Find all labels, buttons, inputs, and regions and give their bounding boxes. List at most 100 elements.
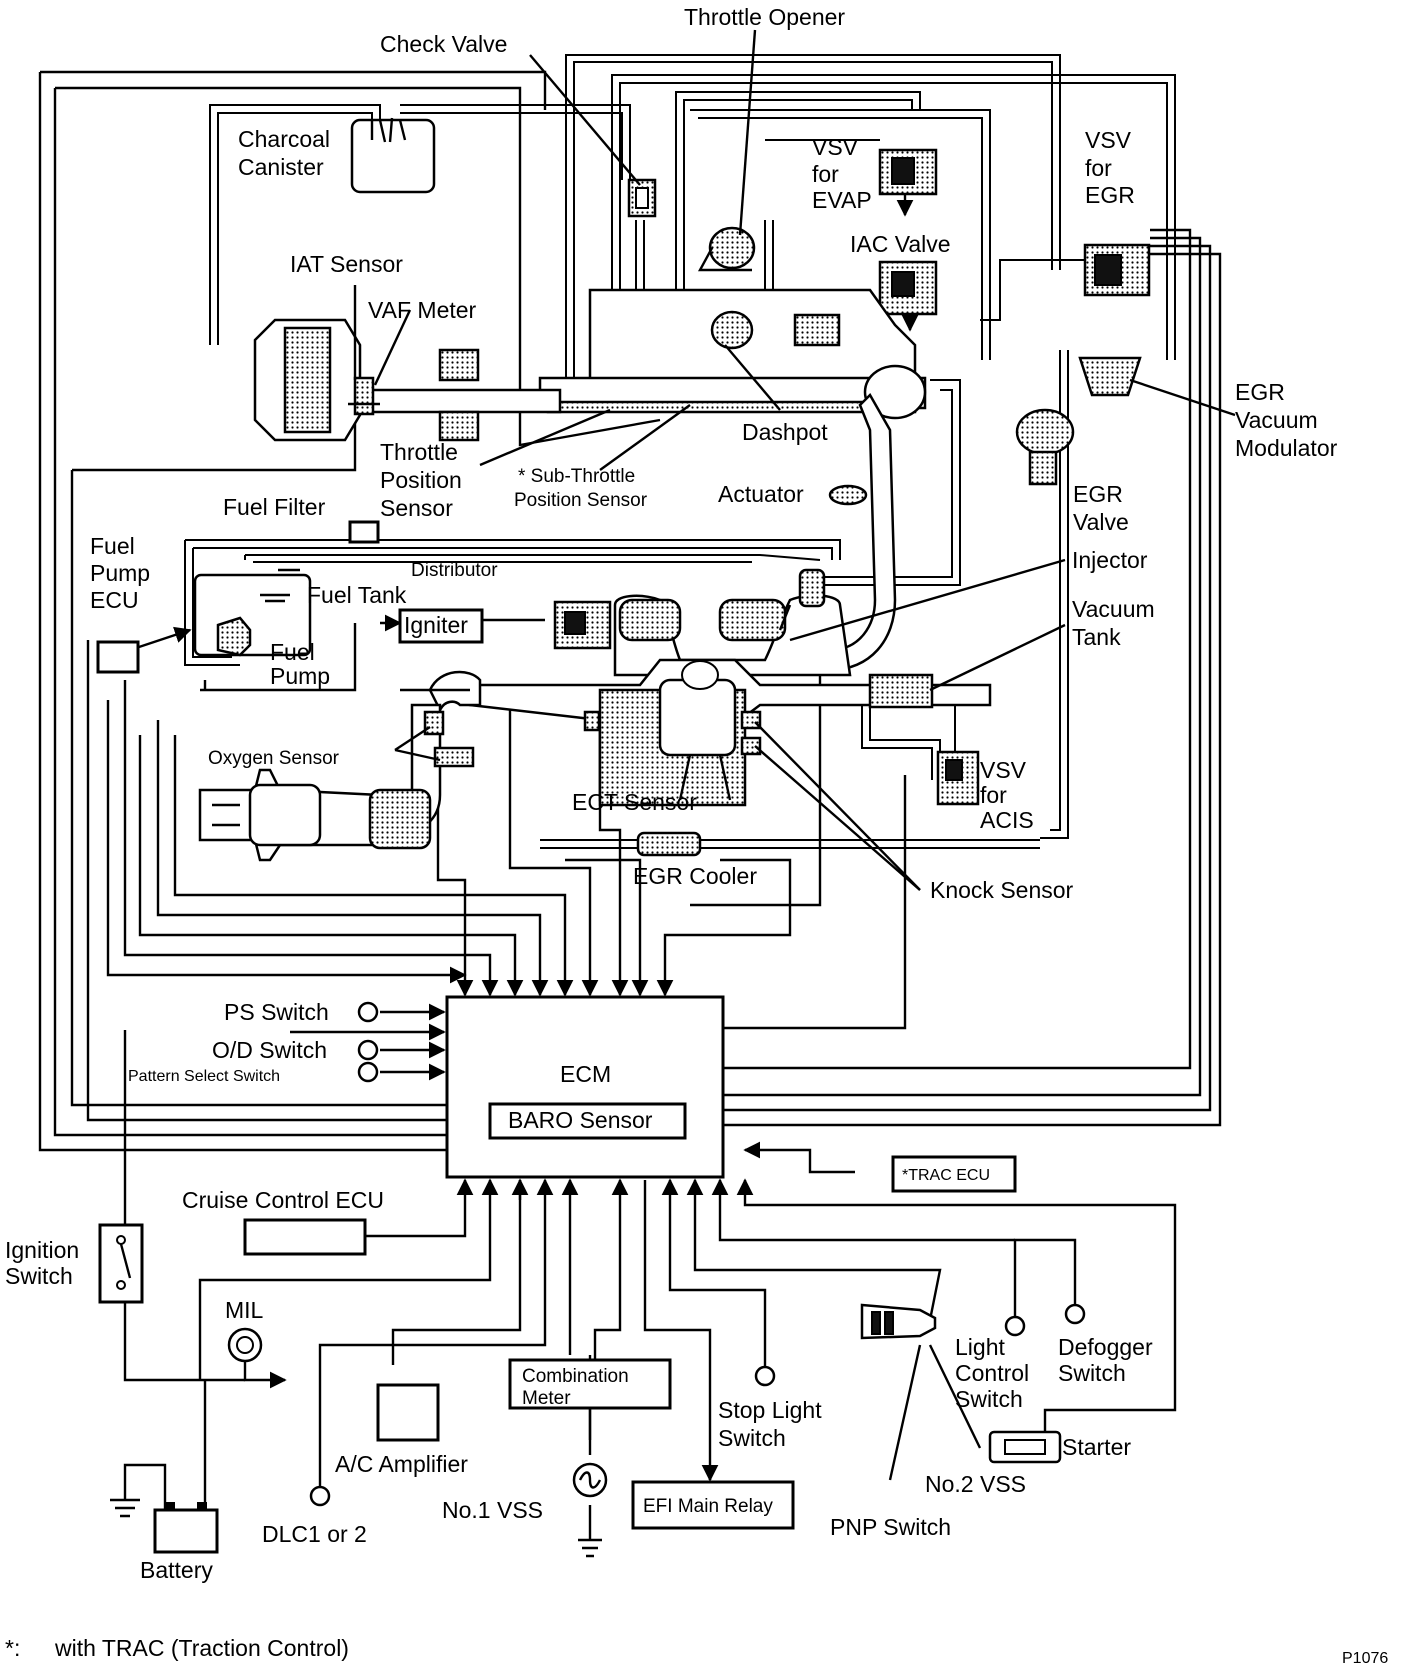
footnote-text: with TRAC (Traction Control) <box>54 1635 349 1661</box>
defogger-switch <box>1064 1303 1086 1325</box>
label-vaf-meter: VAF Meter <box>368 297 477 323</box>
label-cruise-control-ecu: Cruise Control ECU <box>182 1187 384 1213</box>
label-charcoal-canister-2: Canister <box>238 154 324 180</box>
leader-lines <box>353 29 1236 891</box>
label-pattern-select-switch: Pattern Select Switch <box>128 1068 280 1085</box>
dlc-terminal <box>309 1485 331 1507</box>
starter <box>988 1430 1062 1464</box>
label-fuel-pump-ecu-1: Fuel <box>90 533 135 559</box>
engine-block <box>468 594 992 807</box>
ecm-wiring <box>38 70 1222 1558</box>
egr-vacuum-modulator <box>1078 356 1142 397</box>
distributor <box>553 600 612 650</box>
label-igniter: Igniter <box>404 612 468 638</box>
ecm <box>445 995 725 1179</box>
vaf-meter <box>348 376 380 416</box>
label-starter: Starter <box>1062 1434 1131 1460</box>
no1-vss-symbol <box>572 1462 608 1498</box>
label-baro-sensor: BARO Sensor <box>508 1107 653 1133</box>
throttle-opener <box>697 226 756 272</box>
label-vacuum-tank-1: Vacuum <box>1072 596 1155 622</box>
label-ps-switch: PS Switch <box>224 999 329 1025</box>
label-light-control-switch-2: Control <box>955 1360 1029 1386</box>
switch-terminals <box>357 1001 379 1083</box>
intake-manifold-runners <box>400 670 482 713</box>
label-light-control-switch-3: Switch <box>955 1386 1023 1412</box>
label-vsv-evap-2: for <box>812 161 839 187</box>
figure-id: P1076 <box>1342 1650 1388 1667</box>
exhaust-system <box>198 703 442 862</box>
label-fuel-tank: Fuel Tank <box>307 582 407 608</box>
label-pnp-switch: PNP Switch <box>830 1514 951 1540</box>
injector <box>778 568 826 631</box>
fuel-pump <box>216 616 252 657</box>
label-sub-throttle-2: Position Sensor <box>514 490 648 511</box>
label-vsv-acis-3: ACIS <box>980 807 1034 833</box>
label-vsv-acis-1: VSV <box>980 757 1027 783</box>
mil-lamp <box>227 1327 263 1363</box>
label-throttle-position-sensor-2: Position <box>380 467 462 493</box>
label-fuel-filter: Fuel Filter <box>223 494 326 520</box>
label-iac-valve: IAC Valve <box>850 231 951 257</box>
label-oxygen-sensor: Oxygen Sensor <box>208 748 340 769</box>
label-knock-sensor: Knock Sensor <box>930 877 1074 903</box>
label-fuel-pump-ecu-3: ECU <box>90 587 139 613</box>
label-ecm: ECM <box>560 1061 611 1087</box>
vsv-evap <box>878 148 938 217</box>
label-throttle-opener: Throttle Opener <box>684 4 845 30</box>
label-fuel-pump-2: Pump <box>270 663 330 689</box>
label-no2-vss: No.2 VSS <box>925 1471 1026 1497</box>
label-defogger-switch-1: Defogger <box>1058 1334 1153 1360</box>
igniter <box>398 608 484 644</box>
efi-main-relay <box>631 1480 795 1530</box>
label-vsv-evap-3: EVAP <box>812 187 872 213</box>
label-trac-ecu: *TRAC ECU <box>902 1167 990 1184</box>
label-charcoal-canister-1: Charcoal <box>238 126 330 152</box>
air-intake-duct <box>358 348 562 442</box>
combination-meter <box>508 1358 672 1410</box>
fuel-pump-ecu <box>96 640 140 674</box>
vacuum-tank <box>868 673 934 709</box>
light-control-switch <box>1004 1315 1026 1337</box>
stop-light-switch <box>754 1365 776 1387</box>
label-check-valve: Check Valve <box>380 31 507 57</box>
label-distributor: Distributor <box>411 560 498 581</box>
battery-symbol <box>153 1502 219 1554</box>
trac-ecu <box>891 1155 1017 1193</box>
label-egr-vacuum-modulator-1: EGR <box>1235 379 1285 405</box>
air-cleaner <box>253 318 362 442</box>
ect-sensor <box>583 710 601 732</box>
label-vsv-egr-2: for <box>1085 155 1112 181</box>
component-labels: Throttle Opener Check Valve Charcoal Can… <box>5 4 1338 1583</box>
footnote: *: with TRAC (Traction Control) <box>5 1635 349 1661</box>
cruise-control-ecu <box>243 1218 367 1256</box>
pnp-switch <box>860 1303 937 1340</box>
label-vsv-evap-1: VSV <box>812 134 859 160</box>
label-ect-sensor: ECT Sensor <box>572 789 697 815</box>
label-ac-amplifier: A/C Amplifier <box>335 1451 468 1477</box>
label-actuator: Actuator <box>718 481 804 507</box>
label-injector: Injector <box>1072 547 1148 573</box>
actuator <box>828 484 868 506</box>
label-battery: Battery <box>140 1557 213 1583</box>
label-egr-vacuum-modulator-2: Vacuum <box>1235 407 1318 433</box>
knock-sensor <box>740 710 762 756</box>
label-throttle-position-sensor-3: Sensor <box>380 495 453 521</box>
label-iat-sensor: IAT Sensor <box>290 251 403 277</box>
vsv-acis <box>936 750 980 806</box>
ac-amplifier <box>376 1383 440 1442</box>
label-defogger-switch-2: Switch <box>1058 1360 1126 1386</box>
label-no1-vss: No.1 VSS <box>442 1497 543 1523</box>
label-stop-light-switch-1: Stop Light <box>718 1397 822 1423</box>
ignition-switch <box>98 1223 144 1304</box>
label-egr-valve-2: Valve <box>1073 509 1129 535</box>
label-combination-meter-2: Meter <box>522 1388 571 1409</box>
footnote-marker: *: <box>5 1635 20 1661</box>
label-dashpot: Dashpot <box>742 419 828 445</box>
label-egr-cooler: EGR Cooler <box>633 863 757 889</box>
label-stop-light-switch-2: Switch <box>718 1425 786 1451</box>
label-light-control-switch-1: Light <box>955 1334 1005 1360</box>
label-ignition-switch-2: Switch <box>5 1263 73 1289</box>
egr-valve <box>1015 408 1075 486</box>
